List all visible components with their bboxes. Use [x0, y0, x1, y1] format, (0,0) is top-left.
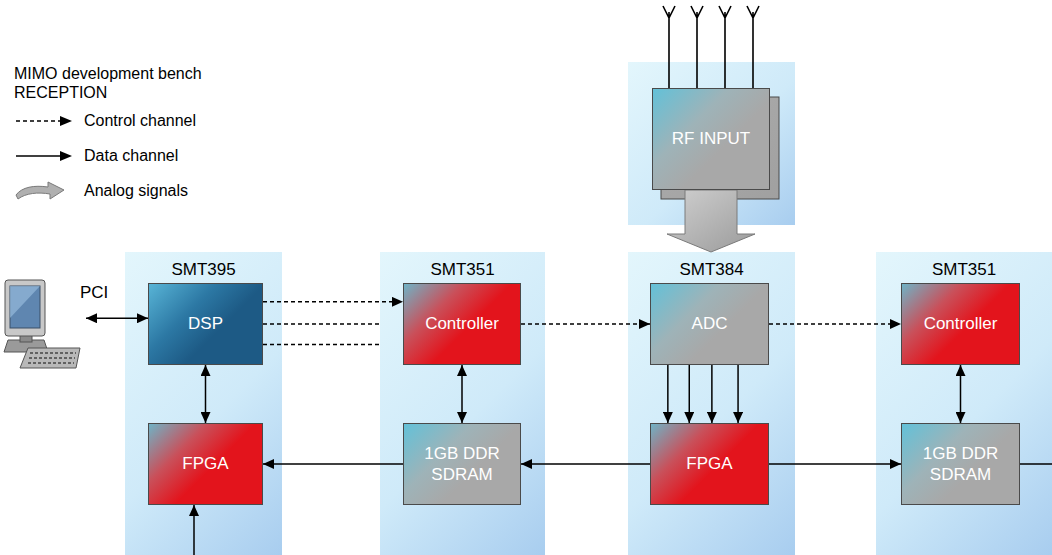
data-channel	[769, 463, 901, 465]
data-channel	[737, 365, 739, 423]
memory-box: ADC	[650, 283, 769, 365]
legend-arrowhead	[60, 116, 72, 126]
legend-text: Control channel	[84, 112, 196, 130]
continuation-line	[1020, 463, 1052, 465]
module-name: SMT351	[876, 252, 1052, 280]
box-label: Controller	[924, 313, 998, 334]
fpga-box: Controller	[403, 283, 521, 365]
fpga-box: FPGA	[650, 423, 769, 505]
legend-sample	[14, 181, 74, 201]
box-label: 1GB DDR SDRAM	[410, 443, 514, 486]
box-label: DSP	[188, 313, 223, 334]
module-panel: SMT351Controller 1GB DDR SDRAM	[380, 252, 545, 555]
pc-icon	[4, 280, 80, 368]
legend-arrowhead	[60, 151, 72, 161]
diagram-title: MIMO development bench RECEPTION	[14, 64, 214, 102]
legend-line-sample	[16, 120, 62, 121]
box-label: FPGA	[686, 453, 732, 474]
legend-row: Control channel	[14, 111, 196, 131]
data-channel	[711, 365, 713, 423]
box-label: Controller	[425, 313, 499, 334]
legend-row: Analog signals	[14, 181, 188, 201]
memory-box: 1GB DDR SDRAM	[901, 423, 1020, 505]
fpga-box: FPGA	[148, 423, 263, 505]
rf-panel-ground	[628, 62, 795, 225]
data-channel	[960, 365, 962, 423]
legend-sample	[14, 146, 74, 166]
data-channel	[263, 463, 403, 465]
module-panel: SMT384ADC FPGA	[628, 252, 795, 555]
analog-signal-arrow	[667, 190, 755, 252]
control-channel	[263, 323, 380, 325]
memory-box: 1GB DDR SDRAM	[403, 423, 521, 505]
data-channel	[689, 365, 691, 423]
box-label: FPGA	[182, 453, 228, 474]
pci-link	[86, 318, 148, 320]
control-channel	[769, 323, 901, 325]
data-channel	[461, 365, 463, 423]
module-panel: SMT351Controller 1GB DDR SDRAM	[876, 252, 1052, 555]
fpga-box: Controller	[901, 283, 1020, 365]
module-name: SMT384	[628, 252, 795, 280]
antenna-array	[663, 6, 759, 88]
data-channel	[205, 365, 207, 423]
control-channel	[263, 301, 403, 303]
legend-row: Data channel	[14, 146, 178, 166]
data-channel	[667, 365, 669, 423]
control-channel	[263, 344, 380, 346]
box-label: 1GB DDR SDRAM	[908, 443, 1013, 486]
external-input-line	[193, 505, 195, 555]
legend-text: Data channel	[84, 147, 178, 165]
memory-box: RF INPUT	[652, 88, 770, 190]
bus-label: PCI	[80, 283, 108, 303]
legend-line-sample	[16, 155, 62, 156]
module-name: SMT351	[380, 252, 545, 280]
legend-text: Analog signals	[84, 182, 188, 200]
dsp-box: DSP	[148, 283, 263, 365]
box-label: ADC	[692, 313, 728, 334]
box-label: RF INPUT	[672, 128, 750, 149]
module-panel: SMT395DSP FPGA	[125, 252, 282, 555]
data-channel	[521, 463, 650, 465]
control-channel	[521, 323, 650, 325]
legend-analog-sample	[16, 182, 64, 199]
legend-sample	[14, 111, 74, 131]
module-name: SMT395	[125, 252, 282, 280]
